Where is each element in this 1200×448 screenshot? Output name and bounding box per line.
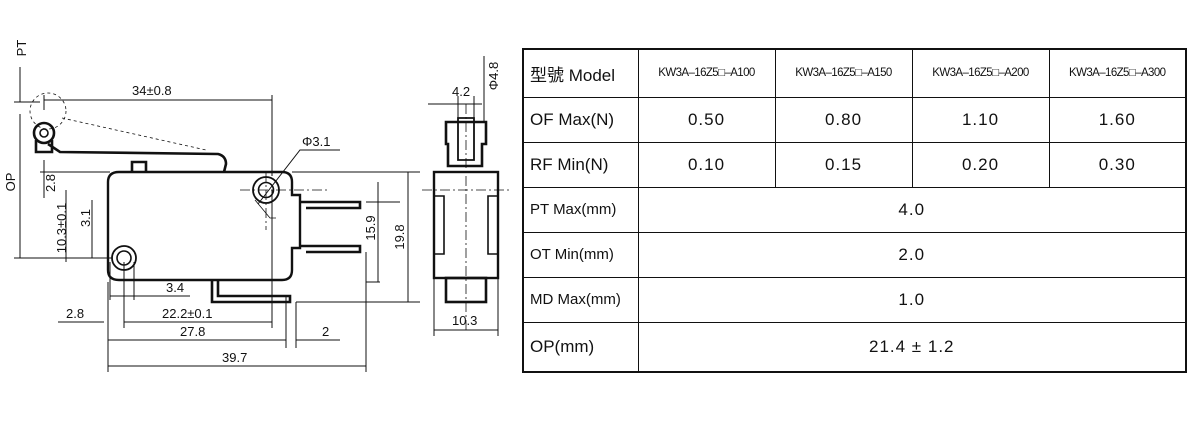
switch-body <box>106 170 302 282</box>
dim-hole-diameter: Φ3.1 <box>302 134 330 149</box>
table-row: OF Max(N) 0.50 0.80 1.10 1.60 <box>522 96 1187 143</box>
model-col-1: KW3A–16Z5□–A100 <box>637 48 776 98</box>
table-cell-merged: 1.0 <box>637 276 1187 323</box>
table-cell: 0.50 <box>637 96 776 143</box>
dim-side-42: 4.2 <box>452 84 470 99</box>
row-label-md: MD Max(mm) <box>522 276 639 323</box>
dim-width-34: 3.4 <box>166 280 184 295</box>
table-cell: 0.80 <box>774 96 913 143</box>
row-label-rf: RF Min(N) <box>522 141 639 188</box>
dim-height-28: 2.8 <box>43 174 58 192</box>
dim-pt: PT <box>14 40 29 57</box>
table-cell: 1.10 <box>911 96 1050 143</box>
row-label-ot: OT Min(mm) <box>522 231 639 278</box>
side-view: 4.2 Φ4.8 10.3 <box>422 56 510 336</box>
model-col-2: KW3A–16Z5□–A150 <box>774 48 913 98</box>
header-model-label: 型號 Model <box>522 48 639 98</box>
front-view <box>29 92 362 304</box>
dim-height-159: 15.9 <box>363 215 378 240</box>
dim-width-28: 2.8 <box>66 306 84 321</box>
terminal-bottom <box>210 280 292 304</box>
table-cell: 0.30 <box>1048 141 1187 188</box>
dim-op: OP <box>3 173 18 192</box>
table-cell: 0.10 <box>637 141 776 188</box>
dim-width-397: 39.7 <box>222 350 247 365</box>
table-row: PT Max(mm) 4.0 <box>522 186 1187 233</box>
front-dimensions: 34±0.8 Φ3.1 PT OP 2.8 10.3±0.1 3.1 15.9 … <box>3 40 420 372</box>
spec-table: 型號 Model KW3A–16Z5□–A100 KW3A–16Z5□–A150… <box>522 48 1187 373</box>
dim-width-278: 27.8 <box>180 324 205 339</box>
dim-side-dia48: Φ4.8 <box>486 62 501 90</box>
model-col-3: KW3A–16Z5□–A200 <box>911 48 1050 98</box>
roller <box>32 121 56 145</box>
table-row: RF Min(N) 0.10 0.15 0.20 0.30 <box>522 141 1187 188</box>
switch-dimension-drawing: 34±0.8 Φ3.1 PT OP 2.8 10.3±0.1 3.1 15.9 … <box>3 40 510 372</box>
dim-height-103: 10.3±0.1 <box>54 203 69 254</box>
lever-arm <box>47 142 228 173</box>
row-label-of: OF Max(N) <box>522 96 639 143</box>
table-row: MD Max(mm) 1.0 <box>522 276 1187 323</box>
dim-length-roller: 34±0.8 <box>132 83 172 98</box>
table-row: OT Min(mm) 2.0 <box>522 231 1187 278</box>
table-header-row: 型號 Model KW3A–16Z5□–A100 KW3A–16Z5□–A150… <box>522 48 1187 98</box>
model-col-4: KW3A–16Z5□–A300 <box>1048 48 1187 98</box>
table-cell-merged: 21.4 ± 1.2 <box>637 321 1187 373</box>
table-cell: 0.20 <box>911 141 1050 188</box>
dim-side-103: 10.3 <box>452 313 477 328</box>
table-cell-merged: 2.0 <box>637 231 1187 278</box>
table-row: OP(mm) 21.4 ± 1.2 <box>522 321 1187 373</box>
terminal-middle <box>300 244 362 254</box>
dim-height-31: 3.1 <box>78 209 93 227</box>
table-cell: 1.60 <box>1048 96 1187 143</box>
table-cell: 0.15 <box>774 141 913 188</box>
terminal-top <box>300 200 362 210</box>
dim-height-198: 19.8 <box>392 224 407 249</box>
table-cell-merged: 4.0 <box>637 186 1187 233</box>
row-label-pt: PT Max(mm) <box>522 186 639 233</box>
dim-width-2: 2 <box>322 324 329 339</box>
dim-width-222: 22.2±0.1 <box>162 306 213 321</box>
row-label-op: OP(mm) <box>522 321 639 373</box>
